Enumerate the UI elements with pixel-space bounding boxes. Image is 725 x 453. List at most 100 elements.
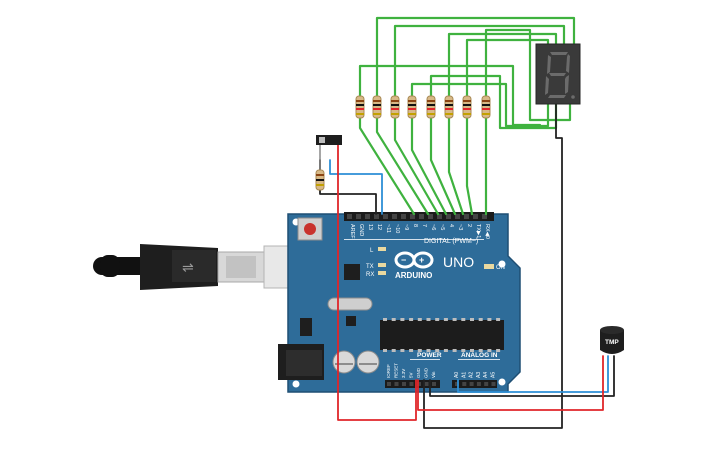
resistor-3[interactable]: [390, 95, 400, 119]
pin-label: 4: [448, 224, 454, 227]
led-on: ON: [484, 264, 505, 271]
led-tx: TX: [366, 263, 386, 270]
pin-label: 3.3V: [401, 369, 406, 378]
pin-label: 12: [376, 224, 382, 230]
resistor-7[interactable]: [462, 95, 472, 119]
chip-pin: [461, 349, 466, 352]
pin-hole[interactable]: [455, 214, 460, 219]
pin-hole[interactable]: [482, 214, 487, 219]
wire-resistor8-display: [484, 28, 572, 122]
chip-pin: [452, 349, 457, 352]
wire-resistor2-display: [375, 16, 576, 102]
wire-pot-5v: [337, 141, 417, 421]
pin-hole[interactable]: [446, 214, 451, 219]
pin-hole[interactable]: [432, 382, 436, 386]
wire-sensor-gnd: [429, 355, 615, 397]
wire-pot-signal: [329, 159, 383, 215]
wire-display-gnd: [423, 103, 563, 429]
pin-hole[interactable]: [365, 214, 370, 219]
pin-hole[interactable]: [419, 214, 424, 219]
chip-pin: [435, 318, 440, 321]
analog-in-label: ANALOG IN: [461, 352, 498, 359]
crystal-oscillator: [327, 297, 373, 311]
pin-hole[interactable]: [476, 382, 481, 386]
svg-text:+: +: [419, 255, 424, 265]
wire-sensor-a0: [457, 355, 609, 393]
chip-pin: [478, 349, 483, 352]
chip-pin: [400, 318, 405, 321]
pin-hole[interactable]: [417, 382, 421, 386]
pin-hole[interactable]: [428, 214, 433, 219]
reset-button[interactable]: [297, 217, 323, 241]
pin-label: AREF: [349, 224, 355, 239]
chip-pin: [470, 318, 474, 321]
pin-hole[interactable]: [356, 214, 361, 219]
chip-pin: [409, 349, 414, 352]
svg-text:L: L: [370, 248, 374, 254]
voltage-regulator: [300, 318, 312, 336]
tmp-temperature-sensor[interactable]: TMP: [600, 326, 624, 354]
pin-hole[interactable]: [484, 382, 489, 386]
seven-segment-display[interactable]: 8: [0, 0, 581, 105]
svg-text:TX: TX: [366, 264, 374, 270]
resistor-5[interactable]: [426, 95, 436, 119]
pin-hole[interactable]: [473, 214, 478, 219]
svg-text:ON: ON: [496, 265, 505, 271]
pin-hole[interactable]: [455, 382, 459, 386]
resistor-1[interactable]: [355, 95, 365, 119]
pin-hole[interactable]: [464, 214, 469, 219]
pin-label: ~6: [430, 224, 436, 230]
pin-label: GND: [424, 367, 429, 378]
pin-hole[interactable]: [469, 382, 474, 386]
resistor-pot[interactable]: [315, 141, 325, 191]
chip-pin: [435, 349, 440, 352]
pin-hole[interactable]: [387, 382, 391, 386]
blue-wires[interactable]: [329, 159, 609, 393]
pin-hole[interactable]: [394, 382, 399, 386]
power-pin-header[interactable]: [385, 380, 440, 388]
chip-pin: [487, 318, 492, 321]
red-wires[interactable]: [337, 141, 604, 421]
atmega-chip: [380, 318, 504, 352]
pin-label: Vin: [431, 371, 436, 378]
board-model: UNO: [443, 254, 474, 270]
chip-pin: [383, 349, 387, 352]
pin-hole[interactable]: [437, 214, 442, 219]
pin-hole[interactable]: [409, 382, 414, 386]
analog-pin-header[interactable]: [452, 380, 497, 388]
resistor-array[interactable]: [355, 95, 491, 119]
resistor-2[interactable]: [372, 95, 382, 119]
segment-digit: [545, 52, 575, 99]
resistor-4[interactable]: [407, 95, 417, 119]
pin-hole[interactable]: [374, 214, 379, 219]
led-l: L: [370, 247, 386, 254]
resistor-8[interactable]: [481, 95, 491, 119]
pin-hole[interactable]: [402, 382, 406, 386]
pin-hole[interactable]: [491, 382, 496, 386]
slide-switch[interactable]: [316, 135, 342, 145]
pin-label: 5V: [409, 372, 414, 378]
pin-hole[interactable]: [347, 214, 352, 219]
small-chip: [346, 316, 356, 326]
chip-pin: [496, 349, 501, 352]
chip-pin: [443, 349, 448, 352]
pin-hole[interactable]: [424, 382, 429, 386]
resistor-6[interactable]: [444, 95, 454, 119]
segment-digit-value: 8: [0, 0, 1, 1]
pin-hole[interactable]: [392, 214, 397, 219]
pin-hole[interactable]: [410, 214, 415, 219]
green-wires[interactable]: [358, 16, 576, 216]
chip-pin: [391, 349, 396, 352]
capacitor-2: [356, 350, 380, 374]
power-jack[interactable]: [278, 344, 324, 380]
pin-hole[interactable]: [383, 214, 388, 219]
pin-hole[interactable]: [401, 214, 406, 219]
chip-pin: [443, 318, 448, 321]
arduino-logo-text: ARDUINO: [395, 271, 432, 280]
digital-pin-header[interactable]: [344, 212, 494, 221]
pin-hole[interactable]: [462, 382, 467, 386]
wire-sensor-5v: [417, 355, 604, 411]
